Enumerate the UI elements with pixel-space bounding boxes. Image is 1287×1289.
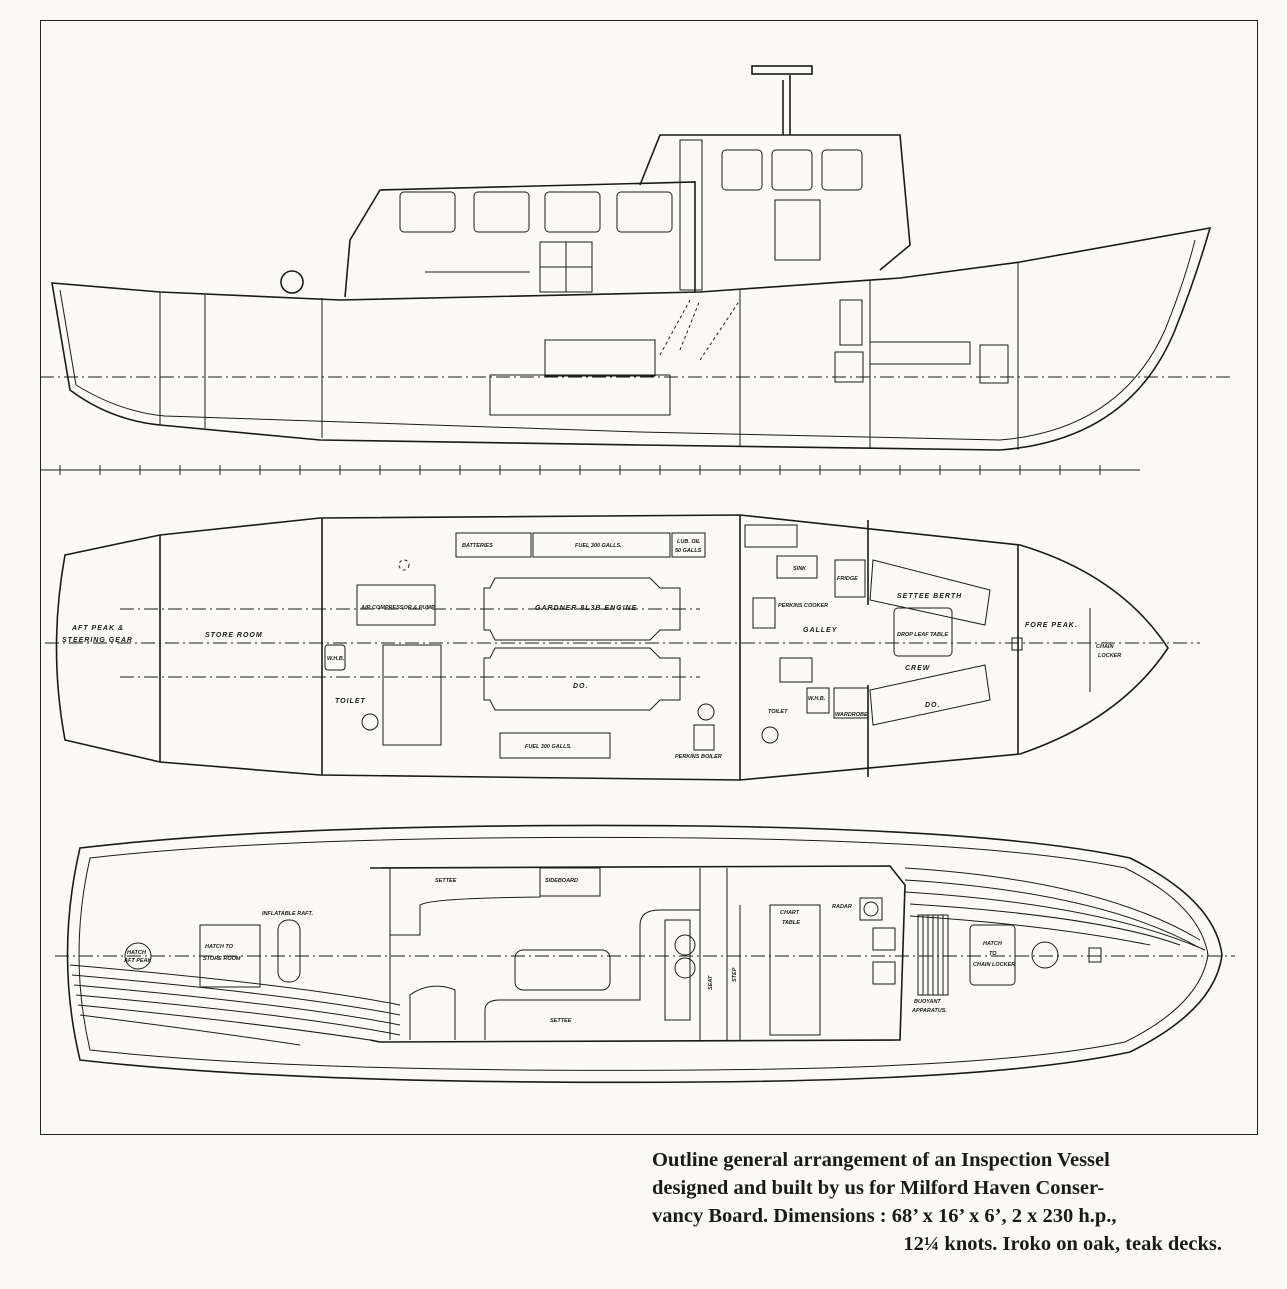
- label-perkins-cooker: PERKINS COOKER: [778, 603, 828, 609]
- label-hatch-chain-locker: CHAIN LOCKER: [973, 962, 1015, 968]
- label-batteries: BATTERIES: [462, 543, 493, 549]
- hull-profile: [51, 226, 1212, 451]
- lifebuoy: [280, 270, 304, 294]
- label-fuel-top: FUEL 300 GALLS.: [575, 543, 622, 549]
- caption-line-1: Outline general arrangement of an Inspec…: [652, 1149, 1110, 1171]
- label-lub-oil: LUB. OIL: [677, 539, 701, 545]
- label-hatch-aft: HATCH: [127, 950, 147, 956]
- label-settee-bottom: SETTEE: [550, 1018, 572, 1024]
- label-perkins-boiler: PERKINS BOILER: [675, 754, 722, 760]
- label-sink: SINK: [793, 566, 807, 572]
- label-chart: CHART: [780, 910, 800, 916]
- label-crew-do: DO.: [925, 702, 940, 709]
- label-lub-oil-qty: 50 GALLS: [675, 548, 702, 554]
- label-drop-leaf-table: DROP LEAF TABLE: [897, 632, 948, 638]
- caption-line-4: 12¼ knots. Iroko on oak, teak decks.: [903, 1233, 1222, 1255]
- label-engine-do: DO.: [573, 683, 588, 690]
- label-chain: CHAIN: [1096, 644, 1114, 650]
- label-toilet: TOILET: [335, 698, 366, 705]
- label-radar: RADAR: [832, 904, 852, 910]
- label-fuel-bottom: FUEL 300 GALLS.: [525, 744, 572, 750]
- caption-line-3: vancy Board. Dimensions : 68’ x 16’ x 6’…: [652, 1205, 1117, 1227]
- saloon-deckhouse: [344, 181, 696, 298]
- label-hatch-fwd-to: TO: [989, 951, 997, 957]
- label-settee-top: SETTEE: [435, 878, 457, 884]
- buoyant-apparatus: [917, 914, 949, 996]
- plan-hull-outline: [55, 514, 1169, 781]
- drawing-caption: Outline general arrangement of an Inspec…: [652, 1146, 1252, 1258]
- label-engine: GARDNER 8L3B ENGINE: [535, 605, 637, 612]
- label-locker: LOCKER: [1098, 653, 1121, 659]
- label-hatch-store: HATCH TO: [205, 944, 234, 950]
- label-settee-berth: SETTEE BERTH: [897, 593, 962, 600]
- drawing-frame: [40, 20, 1258, 1135]
- deck-plan: HATCH AFT PEAK HATCH TO STORE ROOM INFLA…: [55, 824, 1235, 1084]
- wheelhouse: [639, 134, 911, 271]
- label-galley: GALLEY: [803, 627, 838, 634]
- accommodation-plan: AFT PEAK & STEERING GEAR STORE ROOM BATT…: [45, 514, 1200, 781]
- label-toilet-fwd: TOILET: [768, 709, 788, 715]
- radar-mast: [751, 65, 813, 135]
- caption-line-2: designed and built by us for Milford Hav…: [652, 1177, 1105, 1199]
- engine-profile: [489, 299, 741, 416]
- label-hatch-aft-peak: AFT PEAK: [123, 958, 153, 964]
- label-fore-peak: FORE PEAK.: [1025, 622, 1078, 629]
- label-buoyant: BUOYANT: [914, 999, 941, 1005]
- label-hatch-store-room: STORE ROOM: [203, 956, 241, 962]
- label-step: STEP: [732, 967, 738, 982]
- deck-outline: [66, 824, 1223, 1084]
- label-hatch-fwd: HATCH: [983, 941, 1003, 947]
- deck-planking: [69, 867, 1206, 1046]
- label-apparatus: APPARATUS.: [911, 1008, 947, 1014]
- side-profile: [40, 65, 1230, 475]
- label-store-room: STORE ROOM: [205, 632, 263, 639]
- label-air-compressor: AIR COMPRESSOR & PUMP: [360, 605, 435, 611]
- label-whb-fwd: W.H.B.: [808, 696, 826, 702]
- label-seat: SEAT: [708, 975, 714, 990]
- label-fridge: FRIDGE: [837, 576, 858, 582]
- label-sideboard: SIDEBOARD: [545, 878, 578, 884]
- label-chart-table: TABLE: [782, 920, 800, 926]
- label-whb: W.H.B.: [327, 656, 345, 662]
- label-steering-gear: STEERING GEAR: [62, 637, 133, 644]
- label-crew: CREW: [905, 665, 931, 672]
- label-inflatable-raft: INFLATABLE RAFT.: [262, 911, 313, 917]
- label-wardrobe: WARDROBE: [835, 712, 868, 718]
- label-aft-peak: AFT PEAK &: [71, 625, 124, 632]
